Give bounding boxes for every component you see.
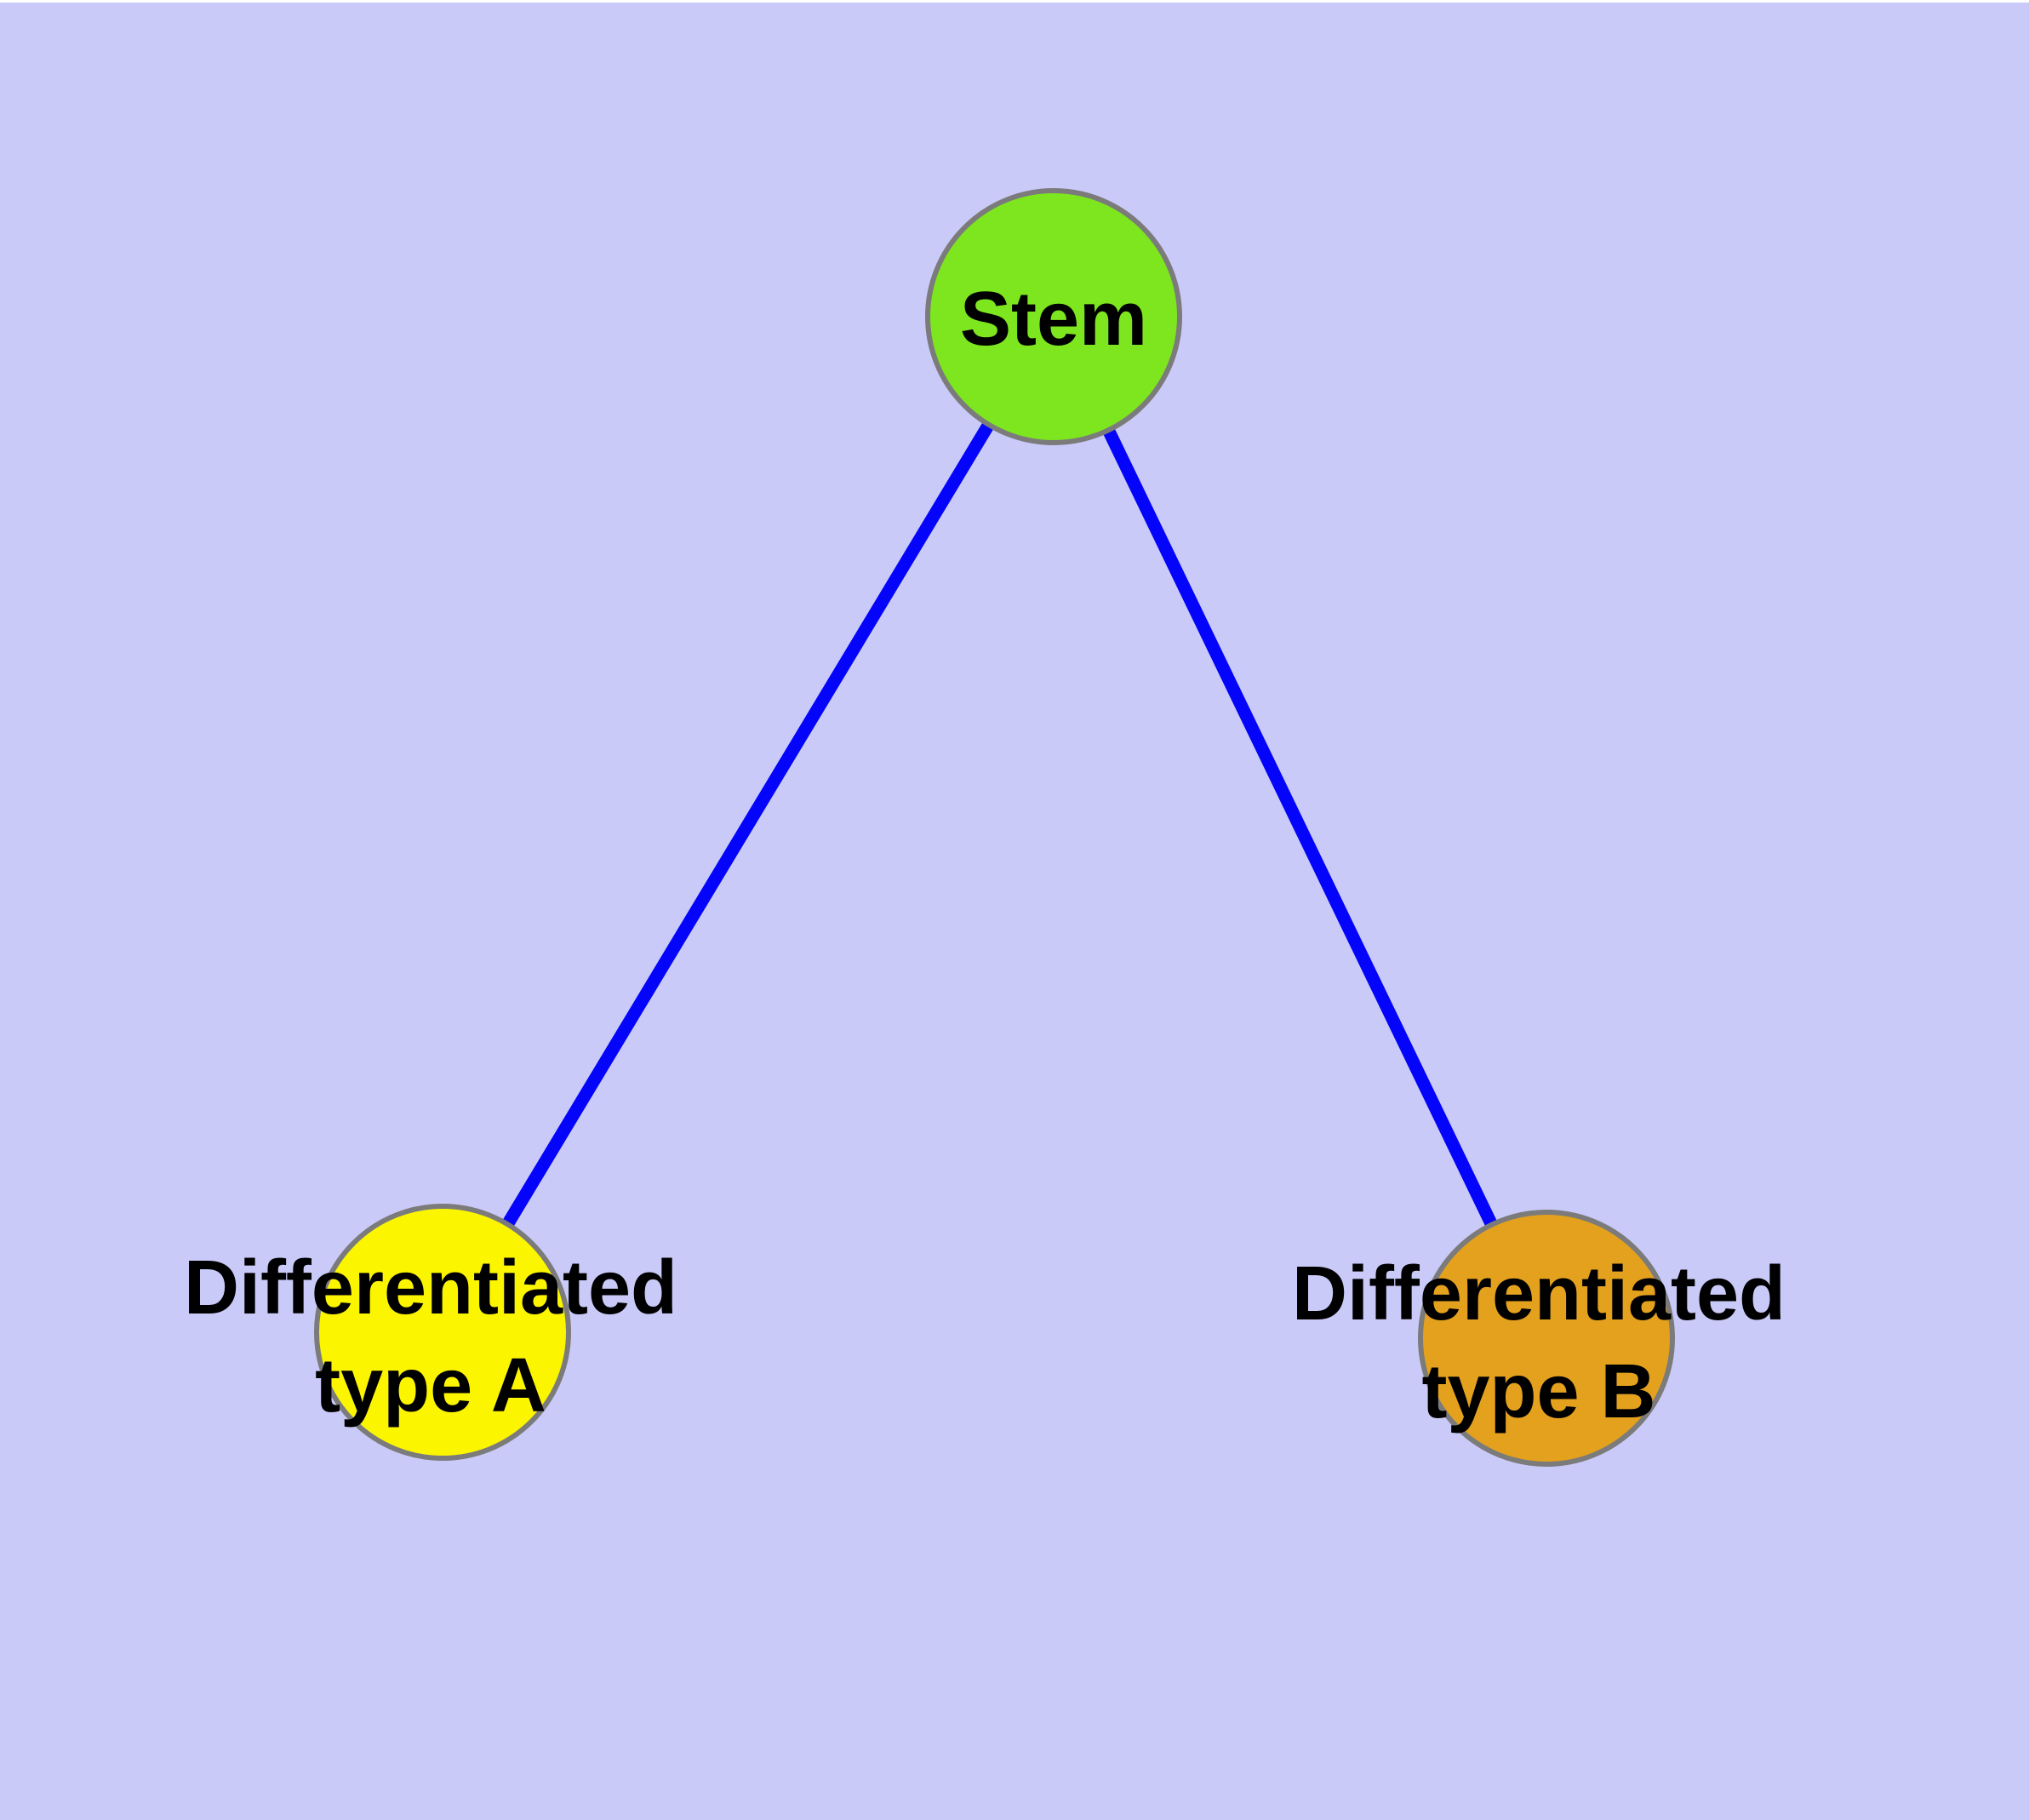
type-b-node-label-line1: Differentiated <box>1292 1251 1786 1336</box>
type-a-node <box>314 1204 571 1461</box>
type-a-node-label-line2: type A <box>315 1343 546 1428</box>
stem-node <box>925 188 1182 445</box>
stem-node-label: Stem <box>960 277 1147 362</box>
type-b-node-label-line2: type B <box>1421 1349 1655 1434</box>
type-b-node <box>1418 1210 1675 1467</box>
type-a-node-label-line1: Differentiated <box>184 1245 677 1331</box>
edge-stem-to-type-a <box>437 313 1060 1336</box>
top-white-strip <box>0 0 2029 3</box>
edge-stem-to-type-b <box>1048 313 1552 1342</box>
